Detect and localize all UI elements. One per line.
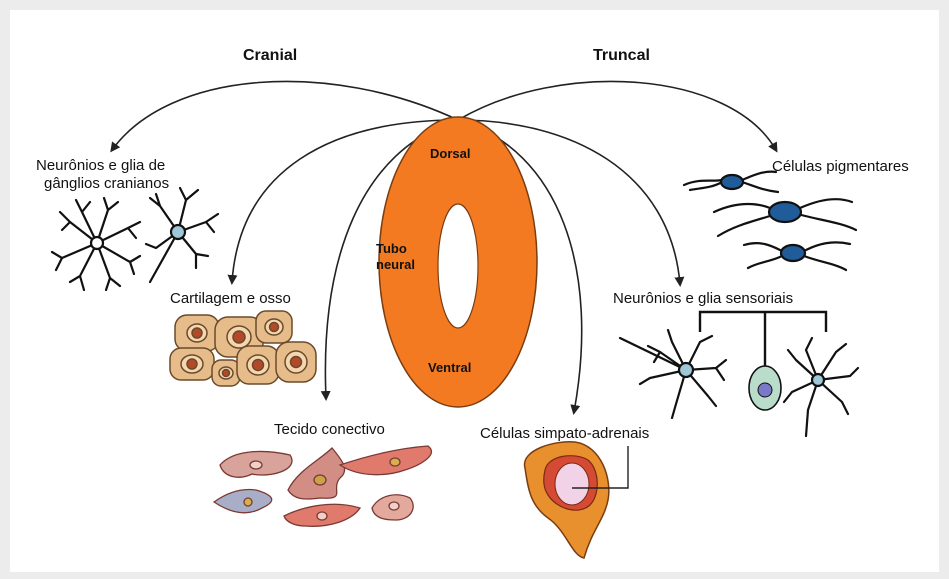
pigment-cells-label: Células pigmentares: [772, 158, 909, 176]
truncal-header: Truncal: [593, 47, 650, 65]
chondrocyte-icon: [212, 360, 240, 386]
sympathoadrenal-label: Células simpato-adrenais: [480, 425, 649, 443]
sensory-neuron-icon: [749, 366, 781, 410]
neural-tube-label-line2: neural: [376, 257, 415, 272]
cranial-ganglia-label-line2: gânglios cranianos: [44, 175, 169, 193]
chondrocyte-icon: [276, 342, 316, 382]
ventral-label: Ventral: [428, 360, 471, 375]
neural-tube-lumen: [438, 204, 478, 328]
cranial-ganglia-label-line1: Neurônios e glia de: [36, 157, 165, 175]
chondrocyte-icon: [256, 311, 292, 343]
chondrocyte-icon: [175, 315, 219, 351]
dorsal-label: Dorsal: [430, 146, 470, 161]
chondrocyte-icon: [237, 346, 279, 384]
chondrocyte-icon: [170, 348, 214, 380]
connective-tissue-label: Tecido conectivo: [274, 421, 385, 439]
sensory-label: Neurônios e glia sensoriais: [613, 290, 793, 308]
cranial-header: Cranial: [243, 47, 297, 65]
neural-tube-label-line1: Tubo: [376, 241, 407, 256]
cartilage-label: Cartilagem e osso: [170, 290, 291, 308]
